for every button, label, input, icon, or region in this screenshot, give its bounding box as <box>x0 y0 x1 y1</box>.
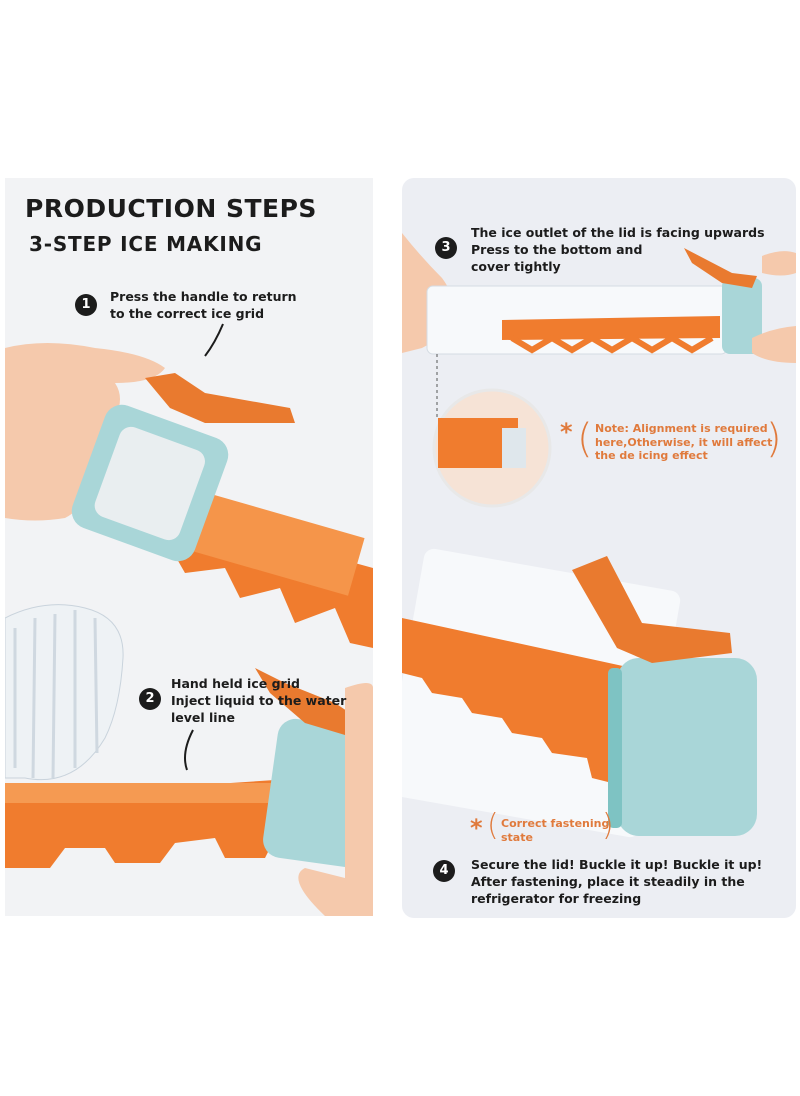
alignment-note: Note: Alignment is required here,Otherwi… <box>595 422 772 463</box>
asterisk-icon: * <box>470 814 483 842</box>
note-line: the de icing effect <box>595 449 708 462</box>
step-1-text: Press the handle to return to the correc… <box>110 288 297 322</box>
step-1-number: 1 <box>75 294 97 316</box>
step-1-line: Press the handle to return <box>110 289 297 304</box>
step-2-text: Hand held ice grid Inject liquid to the … <box>171 675 346 726</box>
lid-top <box>722 278 762 354</box>
step-2-number: 2 <box>139 688 161 710</box>
lid-big <box>617 658 757 836</box>
handle-bottom <box>255 668 365 738</box>
hand-top-left <box>5 343 165 521</box>
step-3-number: 3 <box>435 237 457 259</box>
paren-right-icon: ) <box>602 808 614 843</box>
fastening-note: Correct fastening state <box>501 817 609 844</box>
hand-bottom-right <box>298 683 373 916</box>
step-4-line: Secure the lid! Buckle it up! Buckle it … <box>471 857 763 872</box>
handle-top <box>145 373 295 423</box>
step-1-line: to the correct ice grid <box>110 306 265 321</box>
left-illustration <box>5 323 373 916</box>
paren-left-icon: ( <box>577 416 593 462</box>
note-line: state <box>501 830 533 844</box>
left-panel: PRODUCTION STEPS 3-STEP ICE MAKING 1 Pre… <box>5 178 373 916</box>
ice-tray-big <box>402 618 632 783</box>
handle-big <box>572 556 732 663</box>
step-3-text: The ice outlet of the lid is facing upwa… <box>471 224 765 275</box>
note-line: here,Otherwise, it will affect <box>595 435 773 449</box>
handle-top <box>684 248 757 288</box>
step-4-number: 4 <box>433 860 455 882</box>
asterisk-icon: * <box>560 418 573 446</box>
right-panel: 3 The ice outlet of the lid is facing up… <box>402 178 796 918</box>
step-4-line: After fastening, place it steadily in th… <box>471 874 745 889</box>
step-3-line: cover tightly <box>471 259 561 274</box>
paren-left-icon: ( <box>487 808 499 843</box>
step-4-text: Secure the lid! Buckle it up! Buckle it … <box>471 856 762 907</box>
page-subtitle: 3-STEP ICE MAKING <box>29 232 263 256</box>
right-illustration <box>402 233 796 838</box>
note-line: Correct fastening <box>501 817 610 830</box>
arrow-curved <box>204 323 224 357</box>
step-4-line: refrigerator for freezing <box>471 891 642 906</box>
step-3-line: The ice outlet of the lid is facing upwa… <box>471 225 765 240</box>
paren-right-icon: ) <box>766 416 782 462</box>
note-line: Note: Alignment is required <box>595 422 768 435</box>
step-2-line: Inject liquid to the water <box>171 693 347 708</box>
page-title: PRODUCTION STEPS <box>25 194 317 223</box>
step-2-line: level line <box>171 710 235 725</box>
step-3-line: Press to the bottom and <box>471 242 643 257</box>
step-2-line: Hand held ice grid <box>171 676 300 691</box>
water-jug <box>5 604 124 781</box>
